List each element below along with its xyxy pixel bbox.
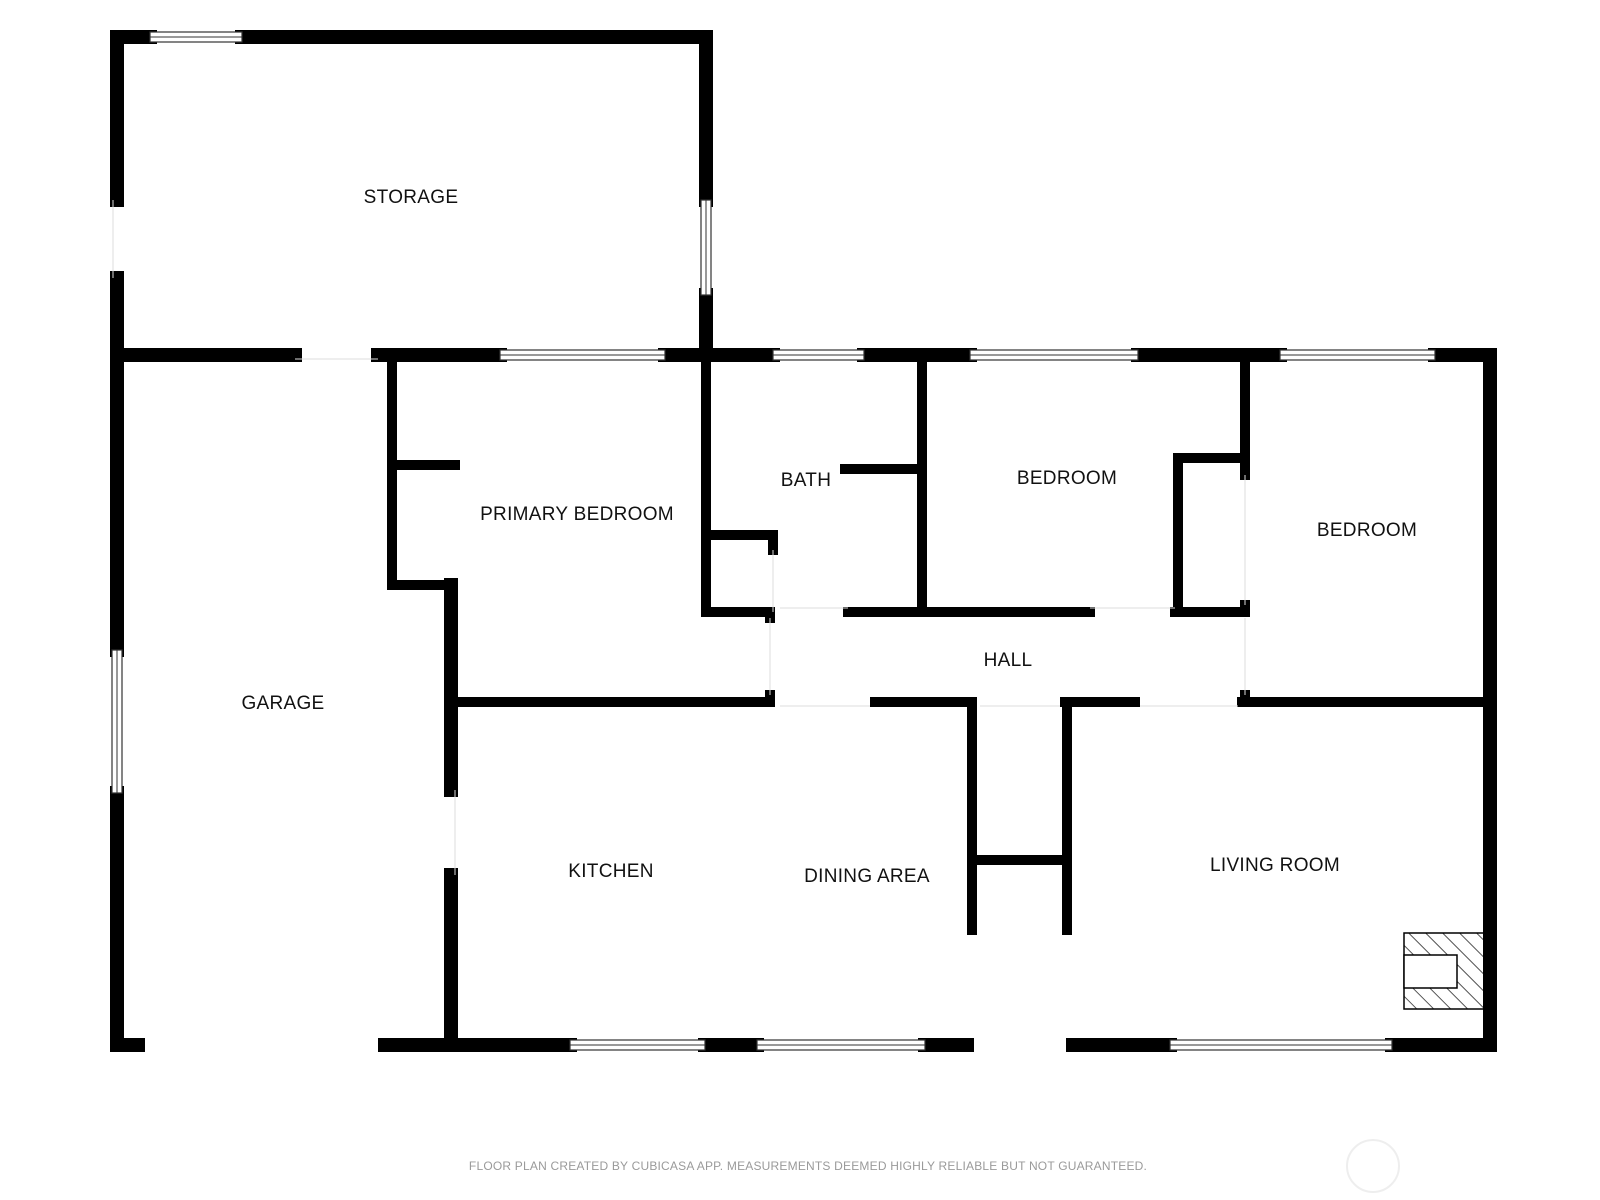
room-label-dining-area: DINING AREA	[804, 866, 930, 887]
room-label-hall: HALL	[984, 650, 1033, 671]
room-label-bedroom: BEDROOM	[1317, 520, 1417, 541]
room-label-bedroom: BEDROOM	[1017, 468, 1117, 489]
room-label-living-room: LIVING ROOM	[1210, 855, 1340, 876]
room-label-kitchen: KITCHEN	[568, 861, 654, 882]
room-label-primary-bedroom: PRIMARY BEDROOM	[480, 504, 674, 525]
room-labels: STORAGE GARAGE PRIMARY BEDROOM BATH BEDR…	[241, 187, 1417, 887]
footer-disclaimer: FLOOR PLAN CREATED BY CUBICASA APP. MEAS…	[469, 1159, 1147, 1173]
room-label-bath: BATH	[781, 470, 831, 491]
door-openings	[112, 200, 1246, 875]
fireplace-icon	[1403, 932, 1485, 1010]
cubicasa-logo-icon	[1346, 1139, 1400, 1193]
windows	[111, 31, 1436, 1051]
walls	[110, 30, 1497, 1052]
room-label-storage: STORAGE	[364, 187, 459, 208]
room-label-garage: GARAGE	[241, 693, 324, 714]
